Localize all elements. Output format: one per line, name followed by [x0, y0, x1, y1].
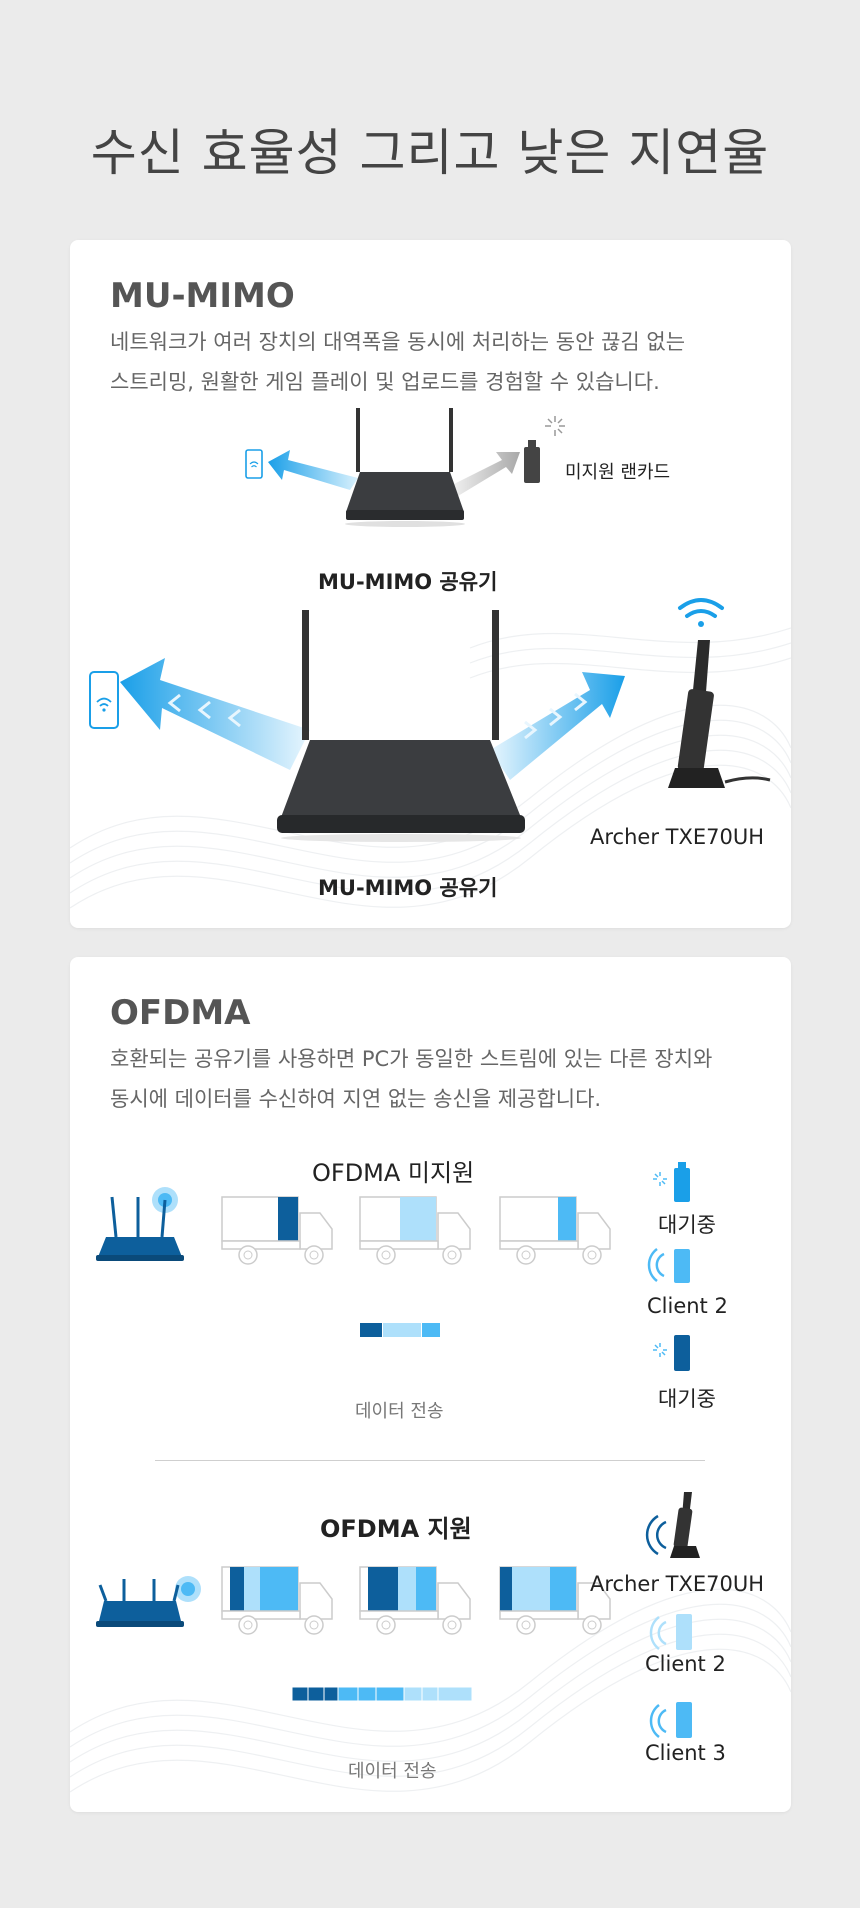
ofdma-supported-legend: 데이터 전송 [348, 1761, 437, 1782]
ofdma-unsupported-legend: 데이터 전송 [355, 1401, 444, 1422]
truck-icon [359, 1196, 471, 1265]
router-icon [277, 610, 525, 842]
wave-background [70, 1588, 791, 1793]
phone-icon [676, 1614, 692, 1650]
loading-spinner-icon [653, 1343, 667, 1357]
router-icon [96, 1576, 201, 1627]
ofdma-card: OFDMA 호환되는 공유기를 사용하면 PC가 동일한 스트림에 있는 다른 … [70, 957, 791, 1812]
ofdma-unsupported-client1-label: 대기중 [658, 1213, 716, 1237]
mumimo-desc-line1: 네트워크가 여러 장치의 대역폭을 동시에 처리하는 동안 끊김 없는 [110, 330, 686, 354]
mumimo-desc-line2: 스트리밍, 원활한 게임 플레이 및 업로드를 경험할 수 있습니다. [110, 370, 660, 394]
ofdma-unsupported-diagram [96, 1187, 611, 1337]
data-arrow-left [268, 450, 358, 490]
signal-waves-icon [645, 1514, 667, 1556]
usb-adapter-icon [674, 1162, 690, 1202]
ofdma-unsupported-client2-label: Client 2 [647, 1294, 728, 1318]
ofdma-supported-heading: OFDMA 지원 [320, 1515, 472, 1543]
truck-icon [499, 1196, 611, 1265]
truck-icon [221, 1196, 333, 1265]
truck-icon [359, 1566, 471, 1635]
usb-adapter-icon [670, 1492, 700, 1558]
usb-adapter-icon [524, 440, 540, 483]
loading-spinner-icon [545, 416, 565, 436]
small-mumimo-diagram [245, 408, 565, 527]
usb-adapter-icon [668, 640, 771, 788]
signal-waves-icon [649, 1616, 667, 1650]
ofdma-supported-client1-label: Archer TXE70UH [590, 1572, 764, 1596]
ofdma-unsupported-heading: OFDMA 미지원 [312, 1159, 475, 1187]
page-title: 수신 효율성 그리고 낮은 지연율 [90, 124, 770, 182]
ofdma-desc-line2: 동시에 데이터를 수신하여 지연 없는 송신을 제공합니다. [110, 1087, 602, 1111]
mumimo-title: MU-MIMO [110, 276, 295, 316]
section-divider [155, 1460, 705, 1461]
small-router-label: MU-MIMO 공유기 [318, 570, 498, 594]
router-icon [345, 408, 465, 527]
large-mumimo-diagram [89, 598, 771, 842]
phone-icon [89, 671, 119, 729]
signal-waves-icon [649, 1704, 667, 1738]
ofdma-supported-clients [645, 1492, 700, 1738]
phone-icon [674, 1335, 690, 1371]
truck-icon [221, 1566, 333, 1635]
router-icon [96, 1187, 184, 1261]
loading-spinner-icon [653, 1172, 667, 1186]
large-router-label: MU-MIMO 공유기 [318, 876, 498, 900]
data-arrow-left [120, 658, 310, 770]
adapter-label: Archer TXE70UH [590, 825, 764, 849]
wave-background [70, 627, 791, 909]
ofdma-unsupported-client3-label: 대기중 [658, 1387, 716, 1411]
ofdma-supported-diagram [96, 1566, 611, 1702]
data-legend-bar [360, 1323, 440, 1337]
ofdma-title: OFDMA [110, 993, 251, 1033]
unsupported-card-label: 미지원 랜카드 [565, 462, 671, 483]
signal-waves-icon [647, 1248, 665, 1282]
ofdma-supported-client2-label: Client 2 [645, 1652, 726, 1676]
truck-icon [499, 1566, 611, 1635]
ofdma-supported-client3-label: Client 3 [645, 1741, 726, 1765]
data-legend-bar [291, 1686, 473, 1702]
mumimo-card: MU-MIMO 네트워크가 여러 장치의 대역폭을 동시에 처리하는 동안 끊김… [70, 240, 791, 928]
phone-icon [245, 449, 263, 479]
data-arrow-right [450, 452, 520, 496]
ofdma-desc-line1: 호환되는 공유기를 사용하면 PC가 동일한 스트림에 있는 다른 장치와 [110, 1047, 713, 1071]
phone-icon [674, 1249, 690, 1283]
wifi-icon [678, 598, 724, 627]
ofdma-description: 호환되는 공유기를 사용하면 PC가 동일한 스트림에 있는 다른 장치와 동시… [110, 1039, 770, 1119]
phone-icon [676, 1702, 692, 1738]
ofdma-unsupported-clients [647, 1162, 690, 1371]
mumimo-description: 네트워크가 여러 장치의 대역폭을 동시에 처리하는 동안 끊김 없는 스트리밍… [110, 322, 770, 402]
data-arrow-right [490, 672, 625, 780]
